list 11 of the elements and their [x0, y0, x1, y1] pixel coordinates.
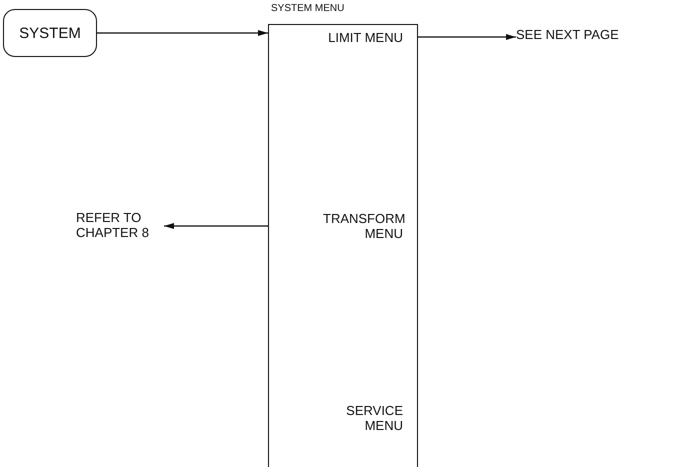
- node-label: SYSTEM: [19, 24, 81, 42]
- menu-item: SERVICE MENU: [345, 403, 403, 433]
- note-text: REFER TO CHAPTER 8: [76, 210, 150, 240]
- arrow: [97, 30, 268, 36]
- menu-item: TRANSFORM MENU: [323, 211, 403, 241]
- rounded-box: [3, 9, 97, 57]
- heading: SYSTEM MENU: [271, 3, 344, 14]
- arrow: [164, 223, 269, 229]
- menu-item: LIMIT MENU: [327, 30, 403, 44]
- arrow: [417, 34, 516, 40]
- note-text: SEE NEXT PAGE: [516, 26, 619, 42]
